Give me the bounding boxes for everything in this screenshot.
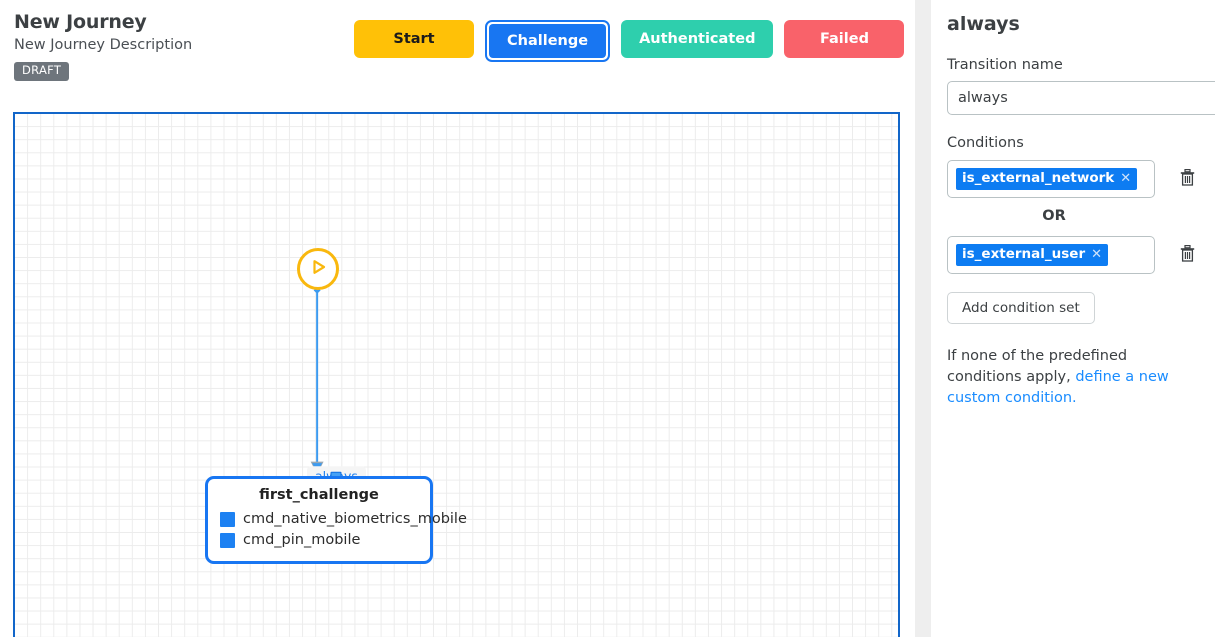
flow-canvas[interactable]: always first_challenge cmd_native_biomet… <box>13 112 900 637</box>
flow-node-item[interactable]: cmd_native_biometrics_mobile <box>218 509 467 530</box>
state-button-failed[interactable]: Failed <box>784 20 905 58</box>
play-icon <box>308 257 328 281</box>
condition-set-row: is_external_user ✕ <box>947 235 1199 274</box>
state-button-row: Start Challenge Authenticated Failed <box>354 20 905 62</box>
state-button-challenge[interactable]: Challenge <box>489 24 607 58</box>
transition-details-panel: always Transition name Conditions is_ext… <box>931 0 1215 637</box>
transition-name-label: Transition name <box>947 56 1063 73</box>
trash-icon <box>1180 244 1195 265</box>
custom-condition-note-text: If none of the predefined conditions app… <box>947 348 1128 386</box>
main-area: New Journey New Journey Description DRAF… <box>0 0 915 637</box>
state-button-authenticated[interactable]: Authenticated <box>621 20 774 58</box>
condition-set-row: is_external_network ✕ <box>947 159 1199 198</box>
condition-input-box[interactable]: is_external_user ✕ <box>947 235 1155 274</box>
condition-chip-label: is_external_network <box>962 169 1115 186</box>
flow-node-start[interactable] <box>297 248 339 290</box>
page-title: New Journey <box>14 11 147 33</box>
condition-chip[interactable]: is_external_network ✕ <box>956 167 1138 190</box>
panel-title: always <box>947 13 1020 35</box>
flow-edges <box>310 286 324 475</box>
close-icon[interactable]: ✕ <box>1091 246 1103 262</box>
state-button-challenge-wrapper: Challenge <box>485 20 611 62</box>
delete-condition-set-button[interactable] <box>1176 168 1199 189</box>
state-button-start[interactable]: Start <box>354 20 474 58</box>
status-badge: DRAFT <box>14 62 70 81</box>
title-block: New Journey New Journey Description DRAF… <box>14 11 344 81</box>
journey-header: New Journey New Journey Description DRAF… <box>0 0 915 112</box>
condition-chip[interactable]: is_external_user ✕ <box>956 243 1109 266</box>
add-condition-set-button[interactable]: Add condition set <box>947 291 1095 325</box>
flow-node-first-challenge[interactable]: first_challenge cmd_native_biometrics_mo… <box>205 476 467 565</box>
condition-chip-label: is_external_user <box>962 245 1086 262</box>
conditions-label: Conditions <box>947 135 1024 152</box>
authenticator-square-icon <box>220 533 235 549</box>
flow-node-title: first_challenge <box>259 487 379 503</box>
authenticator-square-icon <box>220 512 235 528</box>
custom-condition-note: If none of the predefined conditions app… <box>947 346 1187 409</box>
page-description: New Journey Description <box>14 36 193 53</box>
condition-input-box[interactable]: is_external_network ✕ <box>947 159 1155 198</box>
delete-condition-set-button[interactable] <box>1176 244 1199 265</box>
transition-name-input[interactable] <box>947 81 1215 116</box>
flow-node-item-label: cmd_pin_mobile <box>243 532 361 549</box>
or-divider-label: OR <box>1042 207 1066 224</box>
close-icon[interactable]: ✕ <box>1120 170 1132 186</box>
flow-node-item[interactable]: cmd_pin_mobile <box>218 530 420 551</box>
flow-node-item-label: cmd_native_biometrics_mobile <box>243 511 467 528</box>
trash-icon <box>1180 168 1195 189</box>
define-custom-condition-link[interactable]: define a new custom condition. <box>947 369 1169 407</box>
panel-resize-divider[interactable] <box>915 0 931 637</box>
